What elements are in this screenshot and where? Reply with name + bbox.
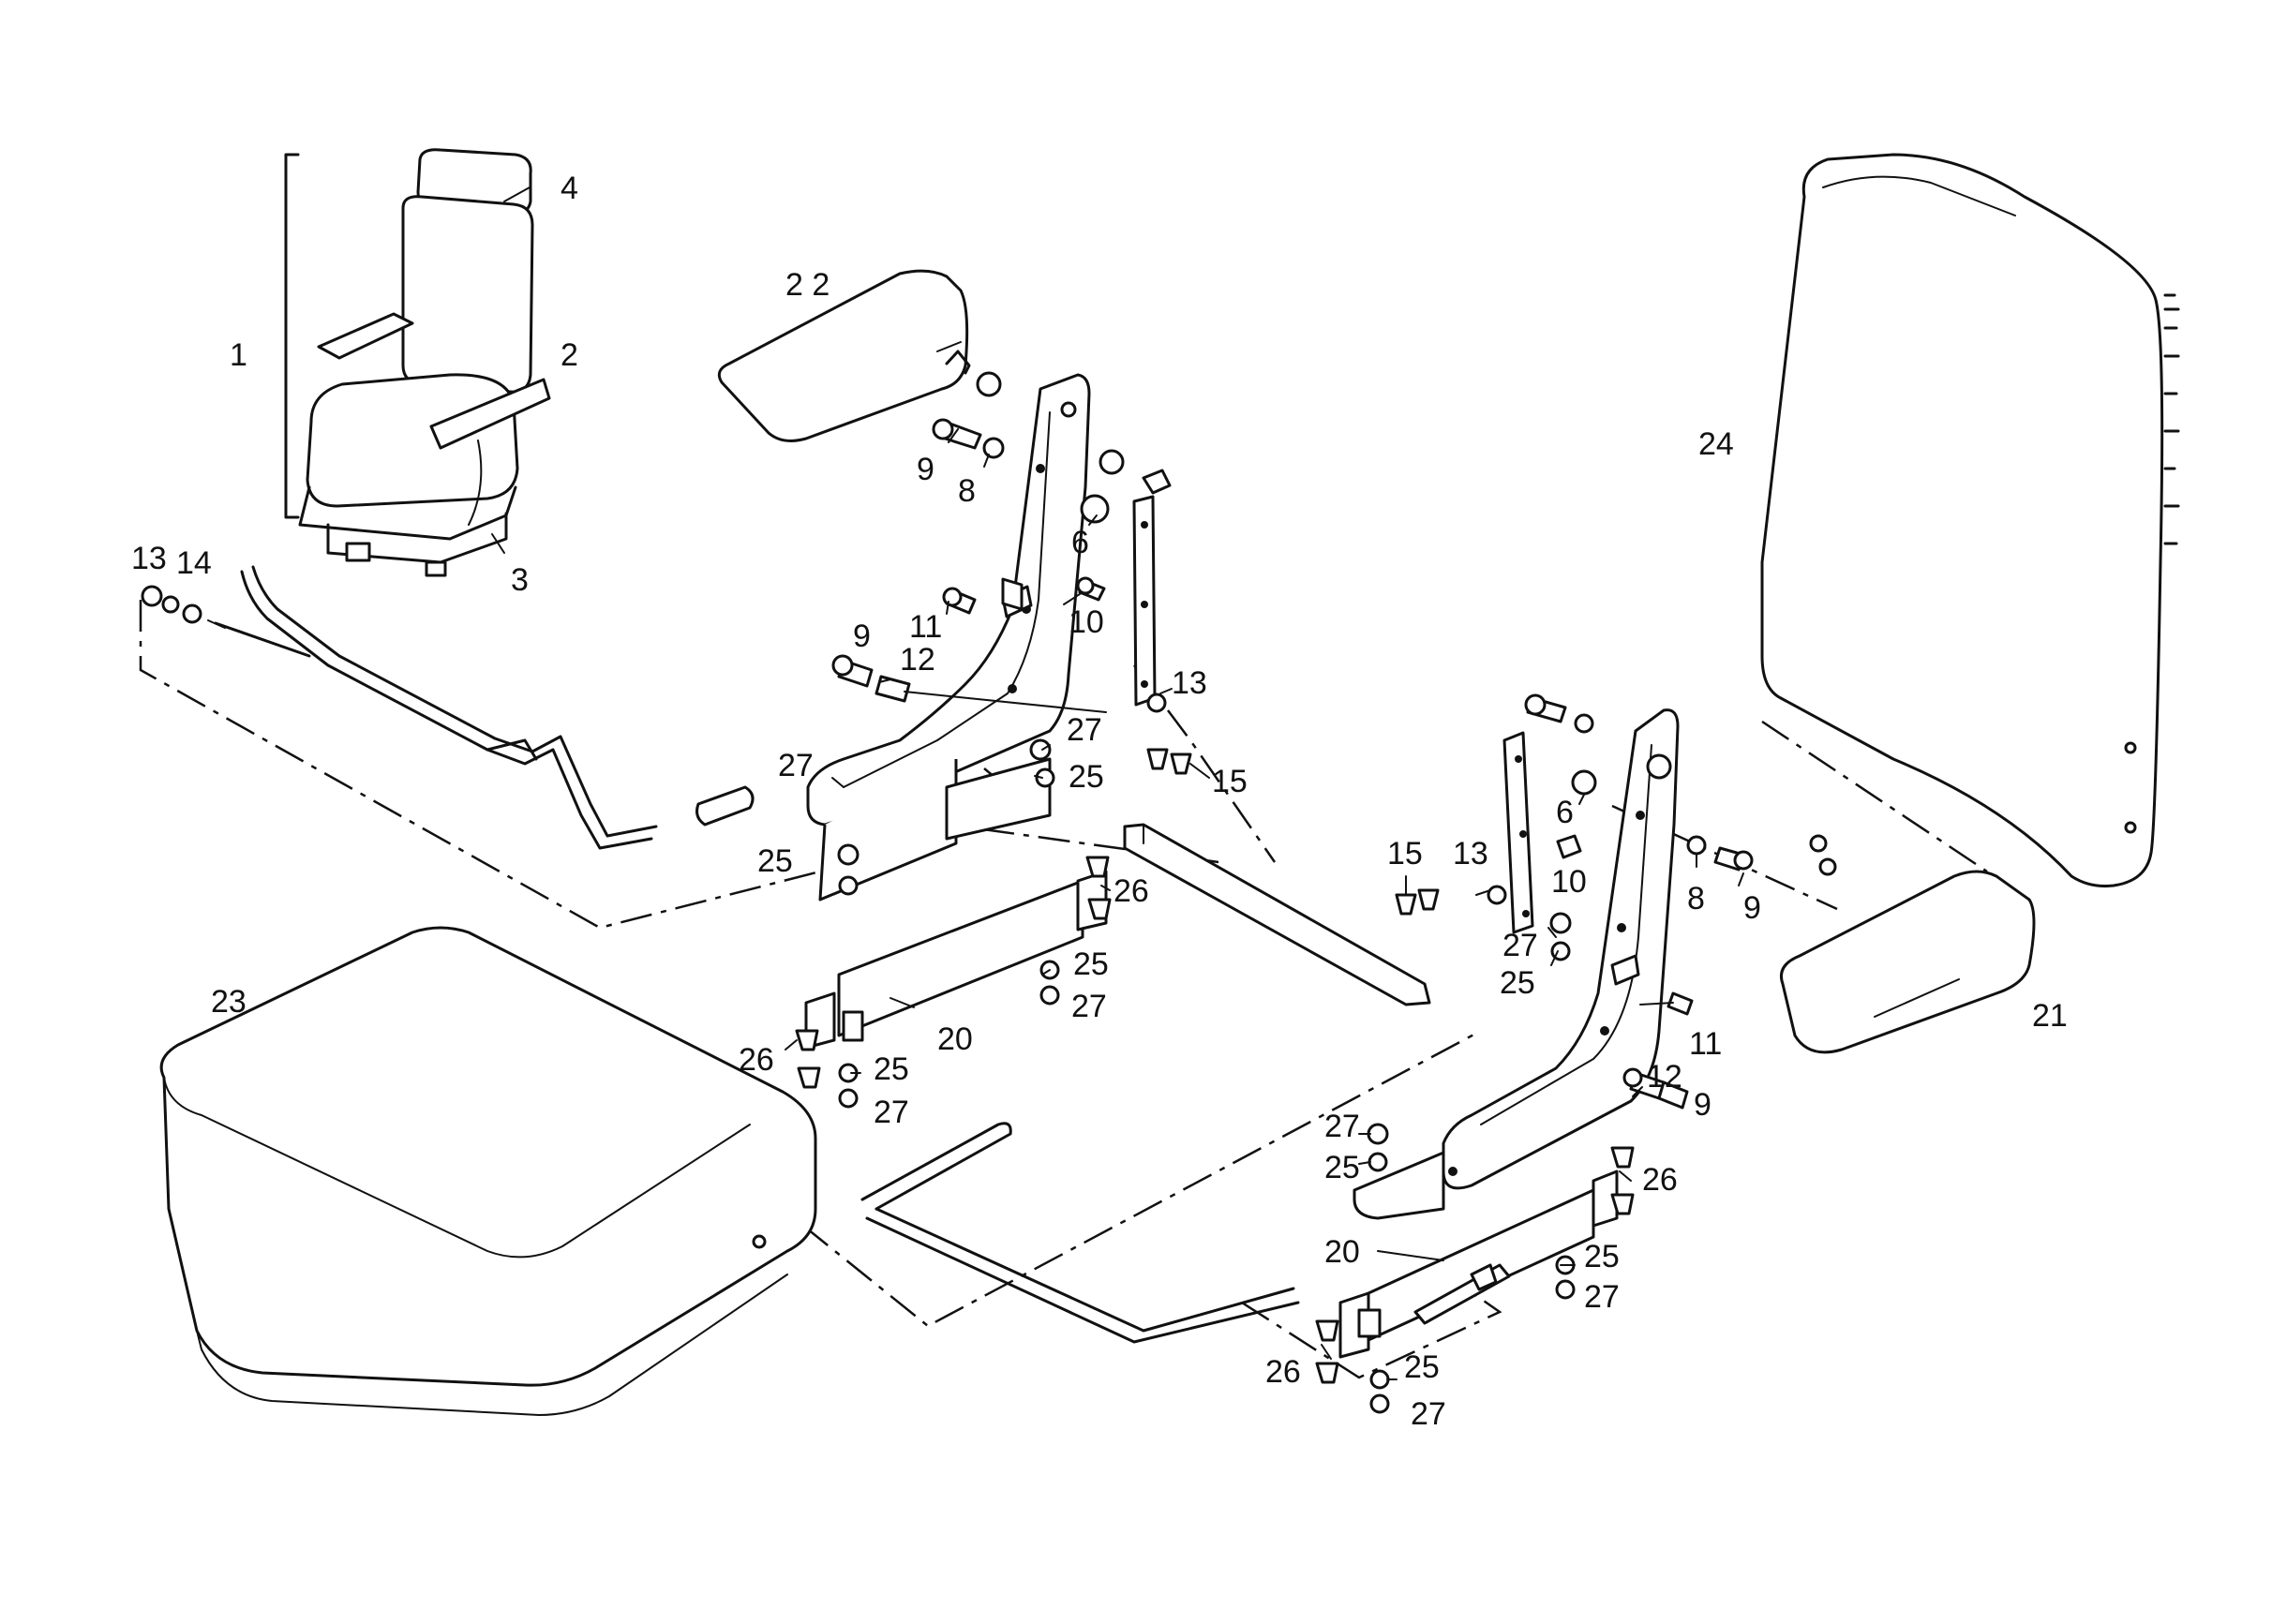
callout-1: 1 — [230, 337, 247, 373]
left-rod — [141, 565, 755, 850]
callout-25e: 25 — [1500, 965, 1535, 1001]
callout-27a: 27 — [1067, 712, 1102, 748]
armrest-21 — [1780, 870, 2036, 1054]
callout-27h: 27 — [1411, 1396, 1446, 1432]
callout-27b: 27 — [778, 748, 814, 783]
callout-11b: 11 — [1689, 1026, 1722, 1062]
callout-26b: 26 — [739, 1042, 774, 1078]
callout-8b: 8 — [1687, 881, 1705, 916]
left-strap — [1132, 495, 1167, 713]
callout-6b: 6 — [1556, 795, 1574, 830]
callout-27f: 27 — [1324, 1109, 1360, 1144]
callout-20a: 20 — [937, 1021, 973, 1057]
callout-3: 3 — [511, 562, 529, 598]
callout-6a: 6 — [1071, 525, 1089, 560]
right-strap — [1502, 731, 1534, 934]
callout-25b: 25 — [757, 843, 793, 879]
callout-15a: 15 — [1212, 764, 1248, 799]
callout-25g: 25 — [1584, 1239, 1620, 1274]
callout-24: 24 — [1698, 426, 1734, 462]
callout-11a: 11 — [909, 609, 942, 645]
callout-9a: 9 — [917, 452, 934, 487]
callout-4: 4 — [561, 171, 578, 206]
callout-2: 2 — [561, 337, 578, 373]
callout-12b: 12 — [1647, 1059, 1682, 1095]
callout-26c: 26 — [1642, 1162, 1678, 1198]
armrest-22 — [717, 269, 1002, 442]
callout-9d: 9 — [1694, 1087, 1711, 1123]
callout-27g: 27 — [1584, 1279, 1620, 1315]
callout-25f: 25 — [1324, 1150, 1360, 1185]
backrest-24 — [1760, 153, 2180, 887]
callout-27d: 27 — [874, 1095, 909, 1130]
right-side-bracket — [1353, 708, 1680, 1220]
callout-13a: 13 — [131, 541, 167, 576]
callout-26d: 26 — [1265, 1354, 1301, 1390]
callout-20b: 20 — [1324, 1234, 1360, 1270]
callout-12a: 12 — [900, 642, 935, 678]
seat-assembly-thumbnail — [298, 148, 551, 577]
callout-27e: 27 — [1502, 928, 1538, 963]
callout-labels: 1 2 3 4 13 14 2 2 9 8 6 11 10 9 12 13 27… — [131, 171, 2068, 1432]
callout-25a: 25 — [1069, 759, 1104, 795]
callout-21: 21 — [2032, 998, 2068, 1034]
cross-rod — [860, 1122, 1300, 1344]
left-fasteners — [831, 418, 1172, 713]
callout-22: 2 2 — [785, 267, 830, 303]
callout-10a: 10 — [1069, 604, 1104, 640]
callout-14: 14 — [176, 545, 212, 581]
callout-9b: 9 — [853, 618, 871, 654]
seat-cushion-23 — [159, 926, 817, 1416]
callout-27c: 27 — [1071, 989, 1107, 1024]
leader-lines — [491, 186, 1744, 1380]
callout-9c: 9 — [1743, 890, 1761, 926]
callout-15b: 15 — [1387, 836, 1423, 872]
callout-13b: 13 — [1172, 665, 1207, 701]
callout-23: 23 — [211, 984, 247, 1020]
callout-25h: 25 — [1404, 1349, 1440, 1385]
assembly-bracket — [284, 153, 300, 519]
callout-25c: 25 — [1073, 946, 1109, 982]
callout-26a: 26 — [1114, 873, 1149, 909]
callout-8a: 8 — [958, 473, 976, 509]
callout-10b: 10 — [1551, 864, 1587, 900]
centre-rail — [1123, 748, 1440, 1006]
callout-13c: 13 — [1453, 836, 1488, 872]
left-lower-plate — [795, 738, 1112, 1109]
callout-25d: 25 — [874, 1051, 909, 1087]
